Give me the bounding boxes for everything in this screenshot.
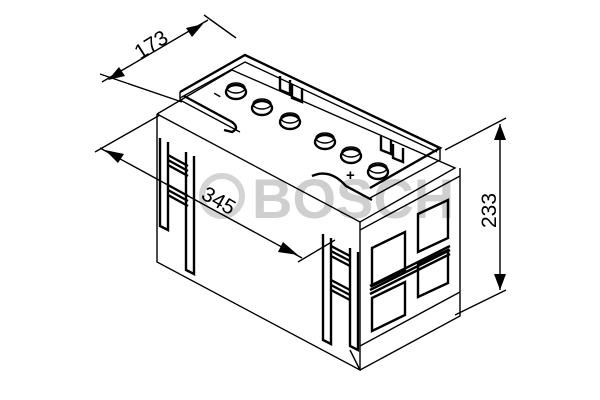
dimension-height-label: 233	[478, 193, 501, 228]
cell-cap	[313, 132, 337, 151]
front-panels	[369, 198, 451, 333]
lid-bracket	[278, 76, 304, 104]
dimension-height: 233	[444, 117, 507, 316]
battery-lid	[179, 53, 443, 202]
watermark-text: BOSCH	[252, 167, 454, 230]
left-handle	[158, 138, 196, 276]
bosch-watermark: BOSCH	[199, 167, 454, 230]
cell-caps	[224, 82, 390, 181]
battery-body	[156, 69, 461, 372]
lid-bracket	[379, 136, 405, 164]
positive-terminal-symbol: +	[346, 167, 355, 184]
cell-cap	[250, 98, 274, 117]
negative-terminal-symbol: −	[210, 86, 225, 104]
cell-cap	[278, 112, 302, 131]
front-handle	[321, 234, 360, 352]
cell-cap	[224, 82, 248, 101]
cell-cap	[339, 146, 363, 165]
dimension-width-label: 173	[130, 26, 172, 64]
cell-cap	[366, 162, 390, 181]
